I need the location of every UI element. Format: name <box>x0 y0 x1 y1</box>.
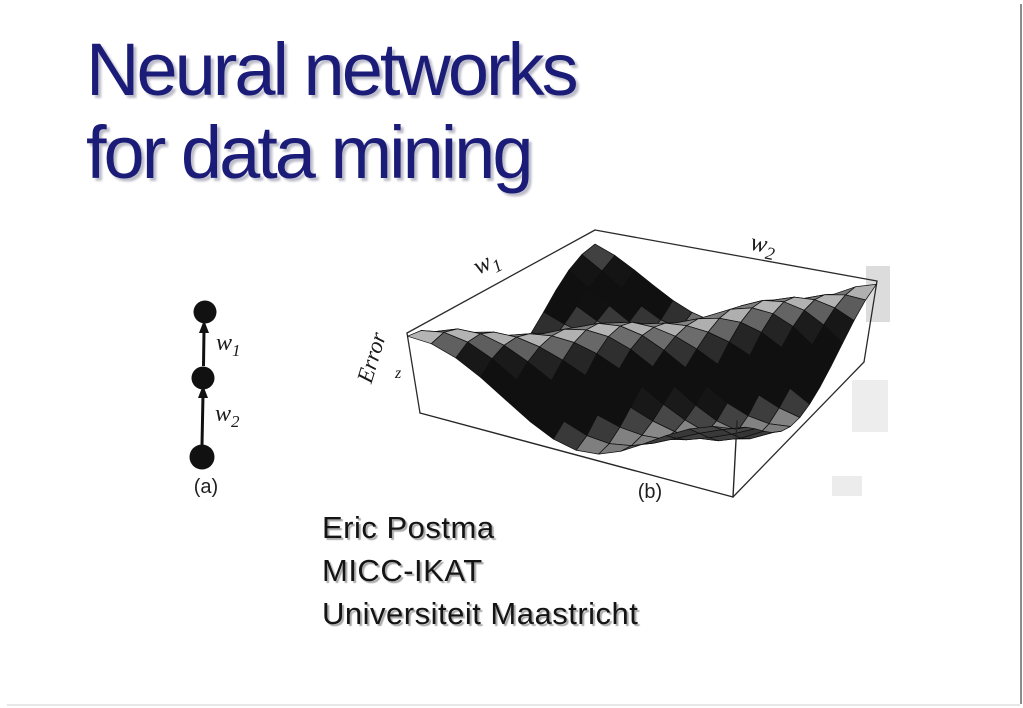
author-university: Universiteit Maastricht <box>322 596 639 631</box>
slide-title: Neural networks for data mining <box>86 28 579 194</box>
title-line-2: for data mining <box>86 111 533 194</box>
x-axis-label-w1: w1 <box>469 245 506 284</box>
panel-b-caption: (b) <box>638 481 662 503</box>
slide-right-border <box>1020 4 1022 704</box>
y-axis-label-w2: w2 <box>747 229 778 264</box>
weight-arrow-w1 <box>202 329 206 367</box>
network-diagram-figure: w1 w2 (a) <box>189 300 241 498</box>
scan-artifact <box>832 476 862 496</box>
weight-arrow-w2 <box>200 394 205 446</box>
scan-artifact <box>852 380 888 432</box>
plot-box-back-edges <box>406 229 878 498</box>
neuron-node-bottom <box>189 444 215 470</box>
neuron-node-top <box>193 300 217 324</box>
arrowhead-icon <box>199 320 209 333</box>
error-surface-figure: w1 w2 Error z (b) <box>352 229 890 503</box>
error-surface-mesh <box>407 243 877 455</box>
neuron-node-middle <box>191 366 215 390</box>
plot-box-front-edges <box>419 412 738 498</box>
author-block: Eric Postma MICC-IKAT Universiteit Maast… <box>322 506 638 635</box>
slide-bottom-border <box>7 704 1020 706</box>
weight-label-w2: w2 <box>215 401 240 431</box>
z-axis-tick: z <box>394 365 402 382</box>
arrowhead-icon <box>198 385 208 398</box>
panel-a-caption: (a) <box>194 476 218 498</box>
author-institute: MICC-IKAT <box>322 553 483 588</box>
title-line-1: Neural networks <box>86 28 579 111</box>
z-axis-label-error: Error <box>352 328 392 387</box>
weight-label-w1: w1 <box>216 330 241 360</box>
author-name: Eric Postma <box>322 510 495 545</box>
